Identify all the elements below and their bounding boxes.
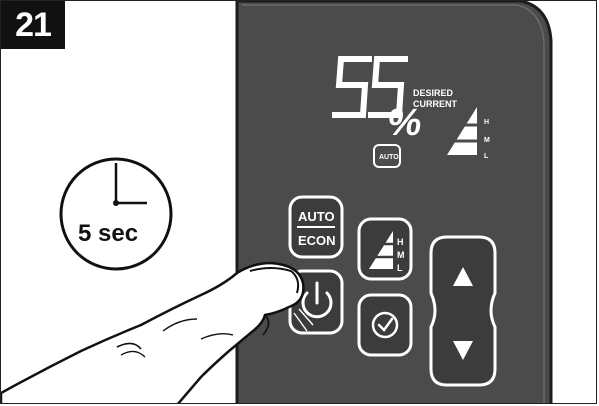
down-button[interactable] [437, 319, 489, 377]
auto-econ-line1: AUTO [298, 209, 335, 224]
fan-button-level-h: H [397, 237, 404, 247]
desired-label: DESIRED [413, 88, 454, 98]
up-button[interactable] [437, 247, 489, 305]
display-fan-level-h: H [484, 119, 489, 126]
display-fan-level-l: L [484, 153, 489, 160]
auto-econ-button[interactable]: AUTO ECON [290, 197, 342, 257]
auto-econ-line2: ECON [298, 233, 336, 248]
auto-indicator-text: AUTO [379, 154, 399, 161]
timer-button[interactable] [359, 295, 411, 355]
clock-icon: 5 sec [61, 159, 171, 269]
timer-duration-label: 5 sec [78, 220, 138, 247]
current-label: CURRENT [413, 99, 458, 109]
fan-button-level-l: L [397, 263, 403, 273]
fan-button-level-m: M [397, 250, 405, 260]
fan-speed-button[interactable]: H M L [359, 219, 411, 279]
display-fan-level-m: M [484, 137, 490, 144]
step-number-badge: 21 [1, 1, 65, 49]
